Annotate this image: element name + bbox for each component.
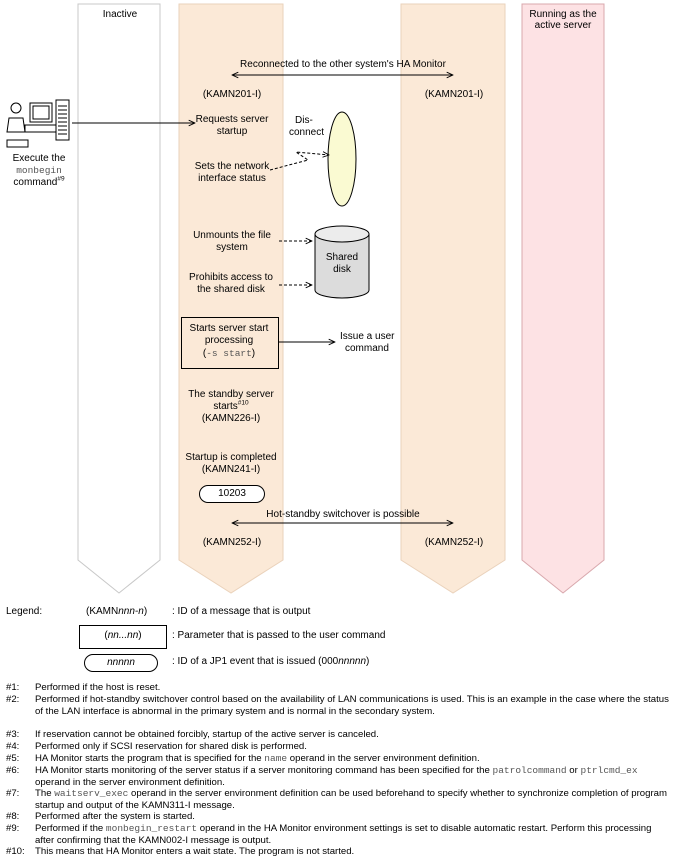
lane-primary [178,3,284,594]
prohibit-access-line1: Prohibits access to [189,272,273,283]
legend-message-sample: (KAMNnnn-n) [86,606,148,617]
legend-parameter-box [79,625,167,649]
shared-disk-label-line1: Shared [325,252,359,263]
prohibit-access-line2: the shared disk [197,284,265,295]
legend-title: Legend: [6,606,43,617]
operator-label-line1: Execute the [12,153,66,164]
shared-disk-label-line2: disk [333,264,351,275]
message-kamn201-right: (KAMN201-I) [424,89,484,100]
legend-message-desc: : ID of a message that is output [172,606,311,617]
legend-event-desc: : ID of a JP1 event that is issued (000n… [172,656,370,667]
column-header-inactive: Inactive [102,9,138,20]
network-status-line1: Sets the network [194,161,270,172]
message-kamn252-left: (KAMN252-I) [202,537,262,548]
lane-secondary [400,3,506,594]
user-command-line1: Issue a user [340,331,395,342]
start-processing-box [181,317,279,369]
start-processing-line2: processing [204,335,254,346]
start-processing-line1: Starts server start [189,323,269,334]
lane-active-server [521,3,605,594]
column-header-active-line2: active server [534,20,592,31]
message-kamn252-right: (KAMN252-I) [424,537,484,548]
legend-event-pill: nnnnn [84,654,158,672]
message-kamn201-left: (KAMN201-I) [202,89,262,100]
operator-label-line3: command#9 [13,175,65,188]
network-dashed-arrow [269,152,329,171]
disconnect-label-line2: connect [289,127,325,138]
standby-starts-line1: The standby server [188,389,274,400]
requests-startup-line2: startup [216,126,248,137]
hot-standby-label: Hot-standby switchover is possible [266,509,420,520]
user-command-line2: command [345,343,389,354]
legend-parameter-sample: (nn...nn) [104,630,142,641]
operator-command-name: monbegin [16,165,62,176]
message-kamn226: (KAMN226-I) [201,413,261,424]
startup-completed-label: Startup is completed [185,452,277,463]
unmount-line2: system [216,242,248,253]
legend-parameter-desc: : Parameter that is passed to the user c… [172,630,386,641]
disconnect-label-line1: Dis- [295,115,313,126]
sequence-diagram [6,3,605,594]
start-processing-param: (-s start) [202,348,256,359]
message-kamn241: (KAMN241-I) [201,464,261,475]
lane-inactive [77,3,161,594]
standby-starts-line2: starts#10 [213,399,249,412]
operator-icon [6,99,70,148]
jp1-event-pill: 10203 [199,485,265,503]
reconnect-label: Reconnected to the other system's HA Mon… [240,59,446,70]
unmount-line1: Unmounts the file [193,230,271,241]
column-header-active-line1: Running as the [529,9,597,20]
network-status-line2: interface status [198,173,266,184]
disconnect-ellipse [327,111,357,207]
requests-startup-line1: Requests server [195,114,269,125]
shared-disk-icon [314,225,370,299]
